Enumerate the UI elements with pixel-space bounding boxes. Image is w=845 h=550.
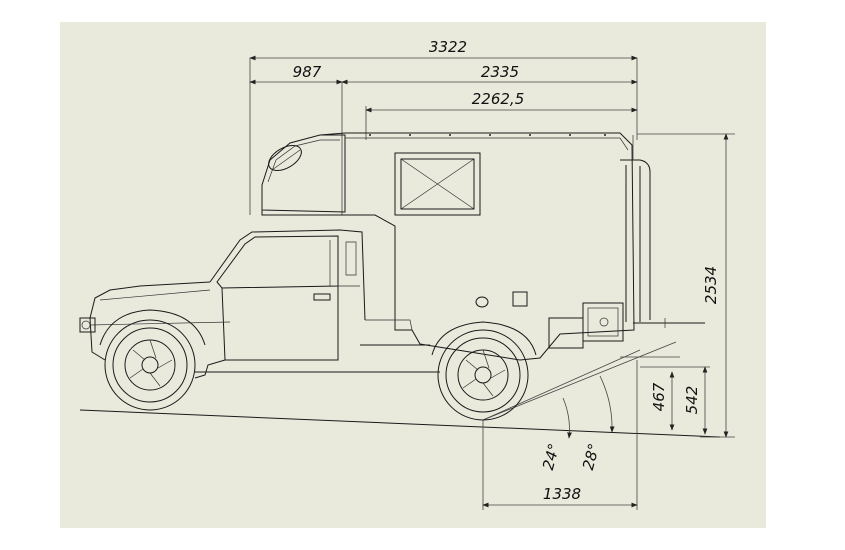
label-rear-clearance: 467 [650, 382, 668, 411]
camper-window [394, 152, 481, 216]
drawing-sheet [60, 22, 766, 528]
dimension-body-length: 2335 [341, 63, 638, 85]
departure-angles: 24° 28° [482, 341, 677, 472]
label-departure-angle-low: 24° [539, 442, 563, 472]
dimension-camper-length: 2262,5 [365, 90, 638, 140]
label-hitch-height: 542 [683, 386, 701, 415]
label-departure-angle-high: 28° [579, 442, 603, 472]
rivet-row [369, 134, 606, 136]
label-body-length: 2335 [481, 63, 519, 81]
rear-wheel [431, 321, 537, 421]
ground-line [79, 409, 721, 438]
truck-cab [79, 229, 440, 379]
camper-module [261, 132, 705, 361]
label-front-overhang: 987 [293, 63, 322, 81]
water-inlet [512, 291, 528, 307]
label-overall-length: 3322 [429, 38, 467, 56]
label-rear-overhang: 1338 [543, 485, 581, 503]
dimension-overall-height: 2534 [637, 133, 735, 438]
label-camper-length: 2262,5 [472, 90, 525, 108]
front-wheel [99, 309, 206, 411]
storage-hatch [582, 302, 624, 342]
label-overall-height: 2534 [702, 266, 720, 304]
dimension-front-overhang: 987 [249, 63, 343, 215]
dimension-rear-clearance: 467 [620, 356, 680, 431]
dimension-rear-overhang: 1338 [482, 360, 638, 510]
dimension-hitch-height: 542 [640, 366, 710, 435]
